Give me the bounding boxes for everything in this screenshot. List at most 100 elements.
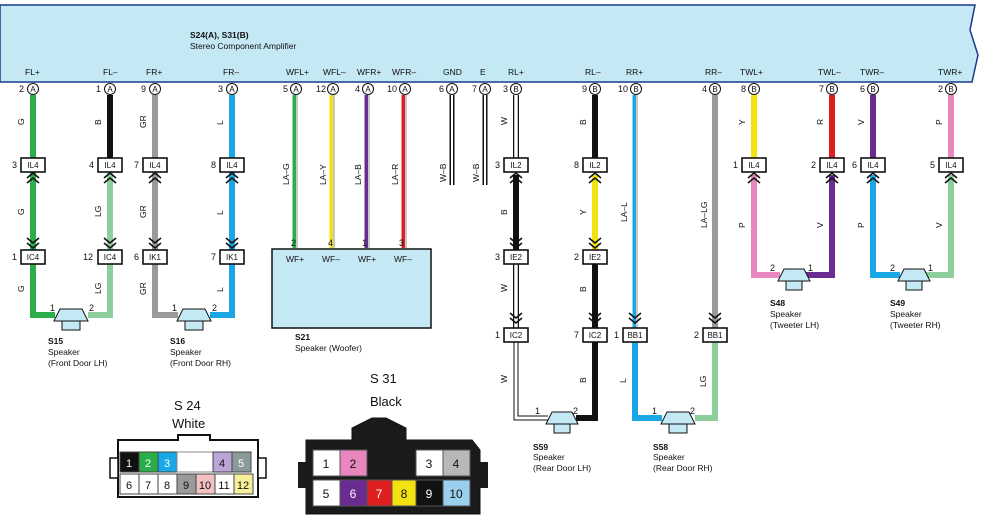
amp-pin: B2 <box>938 83 957 95</box>
svg-text:9: 9 <box>141 84 146 94</box>
svg-text:2: 2 <box>574 252 579 262</box>
svg-text:(Tweeter LH): (Tweeter LH) <box>770 320 819 330</box>
svg-text:10: 10 <box>449 487 463 501</box>
amp-pin: A1 <box>96 83 116 95</box>
amplifier-id: S24(A), S31(B) <box>190 30 249 40</box>
amp-pin: B9 <box>582 83 601 95</box>
svg-text:10: 10 <box>199 480 211 492</box>
wire-code: W–B <box>438 163 448 182</box>
wire-code: Y <box>737 119 747 125</box>
svg-text:B: B <box>592 85 597 94</box>
wire-code: P <box>934 119 944 125</box>
wire-code: R <box>815 119 825 125</box>
svg-text:5: 5 <box>238 458 244 470</box>
svg-text:IC4: IC4 <box>27 253 40 262</box>
svg-text:2: 2 <box>573 406 578 416</box>
wire-code: W–B <box>471 163 481 182</box>
amp-pin: A12 <box>316 83 339 95</box>
wire-code: LA–L <box>619 202 629 222</box>
svg-text:3: 3 <box>399 238 404 248</box>
svg-text:B: B <box>829 85 834 94</box>
svg-text:Speaker: Speaker <box>653 452 685 462</box>
svg-text:2: 2 <box>690 406 695 416</box>
svg-text:3: 3 <box>218 84 223 94</box>
svg-text:1: 1 <box>126 458 132 470</box>
svg-text:B: B <box>513 85 518 94</box>
wire-code: W <box>499 284 509 292</box>
svg-text:A: A <box>107 85 113 94</box>
svg-text:4: 4 <box>355 84 360 94</box>
speaker-s59: 1 2 S59 Speaker (Rear Door LH) <box>533 406 591 473</box>
svg-text:Speaker: Speaker <box>170 347 202 357</box>
amp-pin: B7 <box>819 83 838 95</box>
svg-text:8: 8 <box>211 160 216 170</box>
svg-text:3: 3 <box>503 84 508 94</box>
svg-text:1: 1 <box>614 330 619 340</box>
amp-pin: B4 <box>702 83 721 95</box>
svg-text:6: 6 <box>852 160 857 170</box>
svg-text:Speaker: Speaker <box>533 452 565 462</box>
svg-text:IL4: IL4 <box>867 161 879 170</box>
sig-label: E <box>480 67 486 77</box>
svg-text:7: 7 <box>134 160 139 170</box>
sig-label: TWL– <box>818 67 841 77</box>
svg-text:B: B <box>751 85 756 94</box>
svg-text:2: 2 <box>145 458 151 470</box>
wire-code: V <box>815 222 825 228</box>
amp-pin: A6 <box>439 83 458 95</box>
svg-text:1: 1 <box>535 406 540 416</box>
svg-text:3: 3 <box>164 458 170 470</box>
wire-code: LG <box>93 206 103 217</box>
svg-text:B: B <box>948 85 953 94</box>
wire-code: L <box>215 210 225 215</box>
sig-label: WFR+ <box>357 67 381 77</box>
wire-code: G <box>16 118 26 125</box>
svg-text:5: 5 <box>283 84 288 94</box>
svg-text:1: 1 <box>172 303 177 313</box>
svg-text:12: 12 <box>83 252 93 262</box>
svg-text:WF–: WF– <box>394 254 412 264</box>
s31-color: Black <box>370 394 402 409</box>
svg-text:B: B <box>633 85 638 94</box>
svg-text:7: 7 <box>472 84 477 94</box>
svg-text:IL4: IL4 <box>748 161 760 170</box>
amp-signal-labels: FL+ FL– FR+ FR– WFL+ WFL– WFR+ WFR– GND … <box>25 67 962 77</box>
svg-text:A: A <box>30 85 36 94</box>
svg-text:7: 7 <box>376 487 383 501</box>
svg-text:IL4: IL4 <box>826 161 838 170</box>
svg-text:WF+: WF+ <box>358 254 376 264</box>
svg-text:1: 1 <box>808 263 813 273</box>
wire-code: LA–G <box>281 163 291 185</box>
svg-text:Speaker: Speaker <box>890 309 922 319</box>
wire-code: L <box>215 287 225 292</box>
amp-pin: B3 <box>503 83 522 95</box>
svg-text:6: 6 <box>126 480 132 492</box>
amp-pin: A4 <box>355 83 374 95</box>
svg-text:IE2: IE2 <box>510 253 523 262</box>
svg-text:4: 4 <box>328 238 333 248</box>
amp-pin: A3 <box>218 83 238 95</box>
amp-pin: A2 <box>19 83 39 95</box>
s31-title: S 31 <box>370 371 397 386</box>
sig-label: RL+ <box>508 67 524 77</box>
svg-text:10: 10 <box>618 84 628 94</box>
svg-text:2: 2 <box>212 303 217 313</box>
svg-text:(Rear Door LH): (Rear Door LH) <box>533 463 591 473</box>
svg-text:S59: S59 <box>533 442 548 452</box>
svg-text:(Front Door RH): (Front Door RH) <box>170 358 231 368</box>
sig-label: RR+ <box>626 67 643 77</box>
wire-code: LA–B <box>353 164 363 185</box>
wire-code: P <box>737 222 747 228</box>
wire-code: B <box>499 209 509 215</box>
